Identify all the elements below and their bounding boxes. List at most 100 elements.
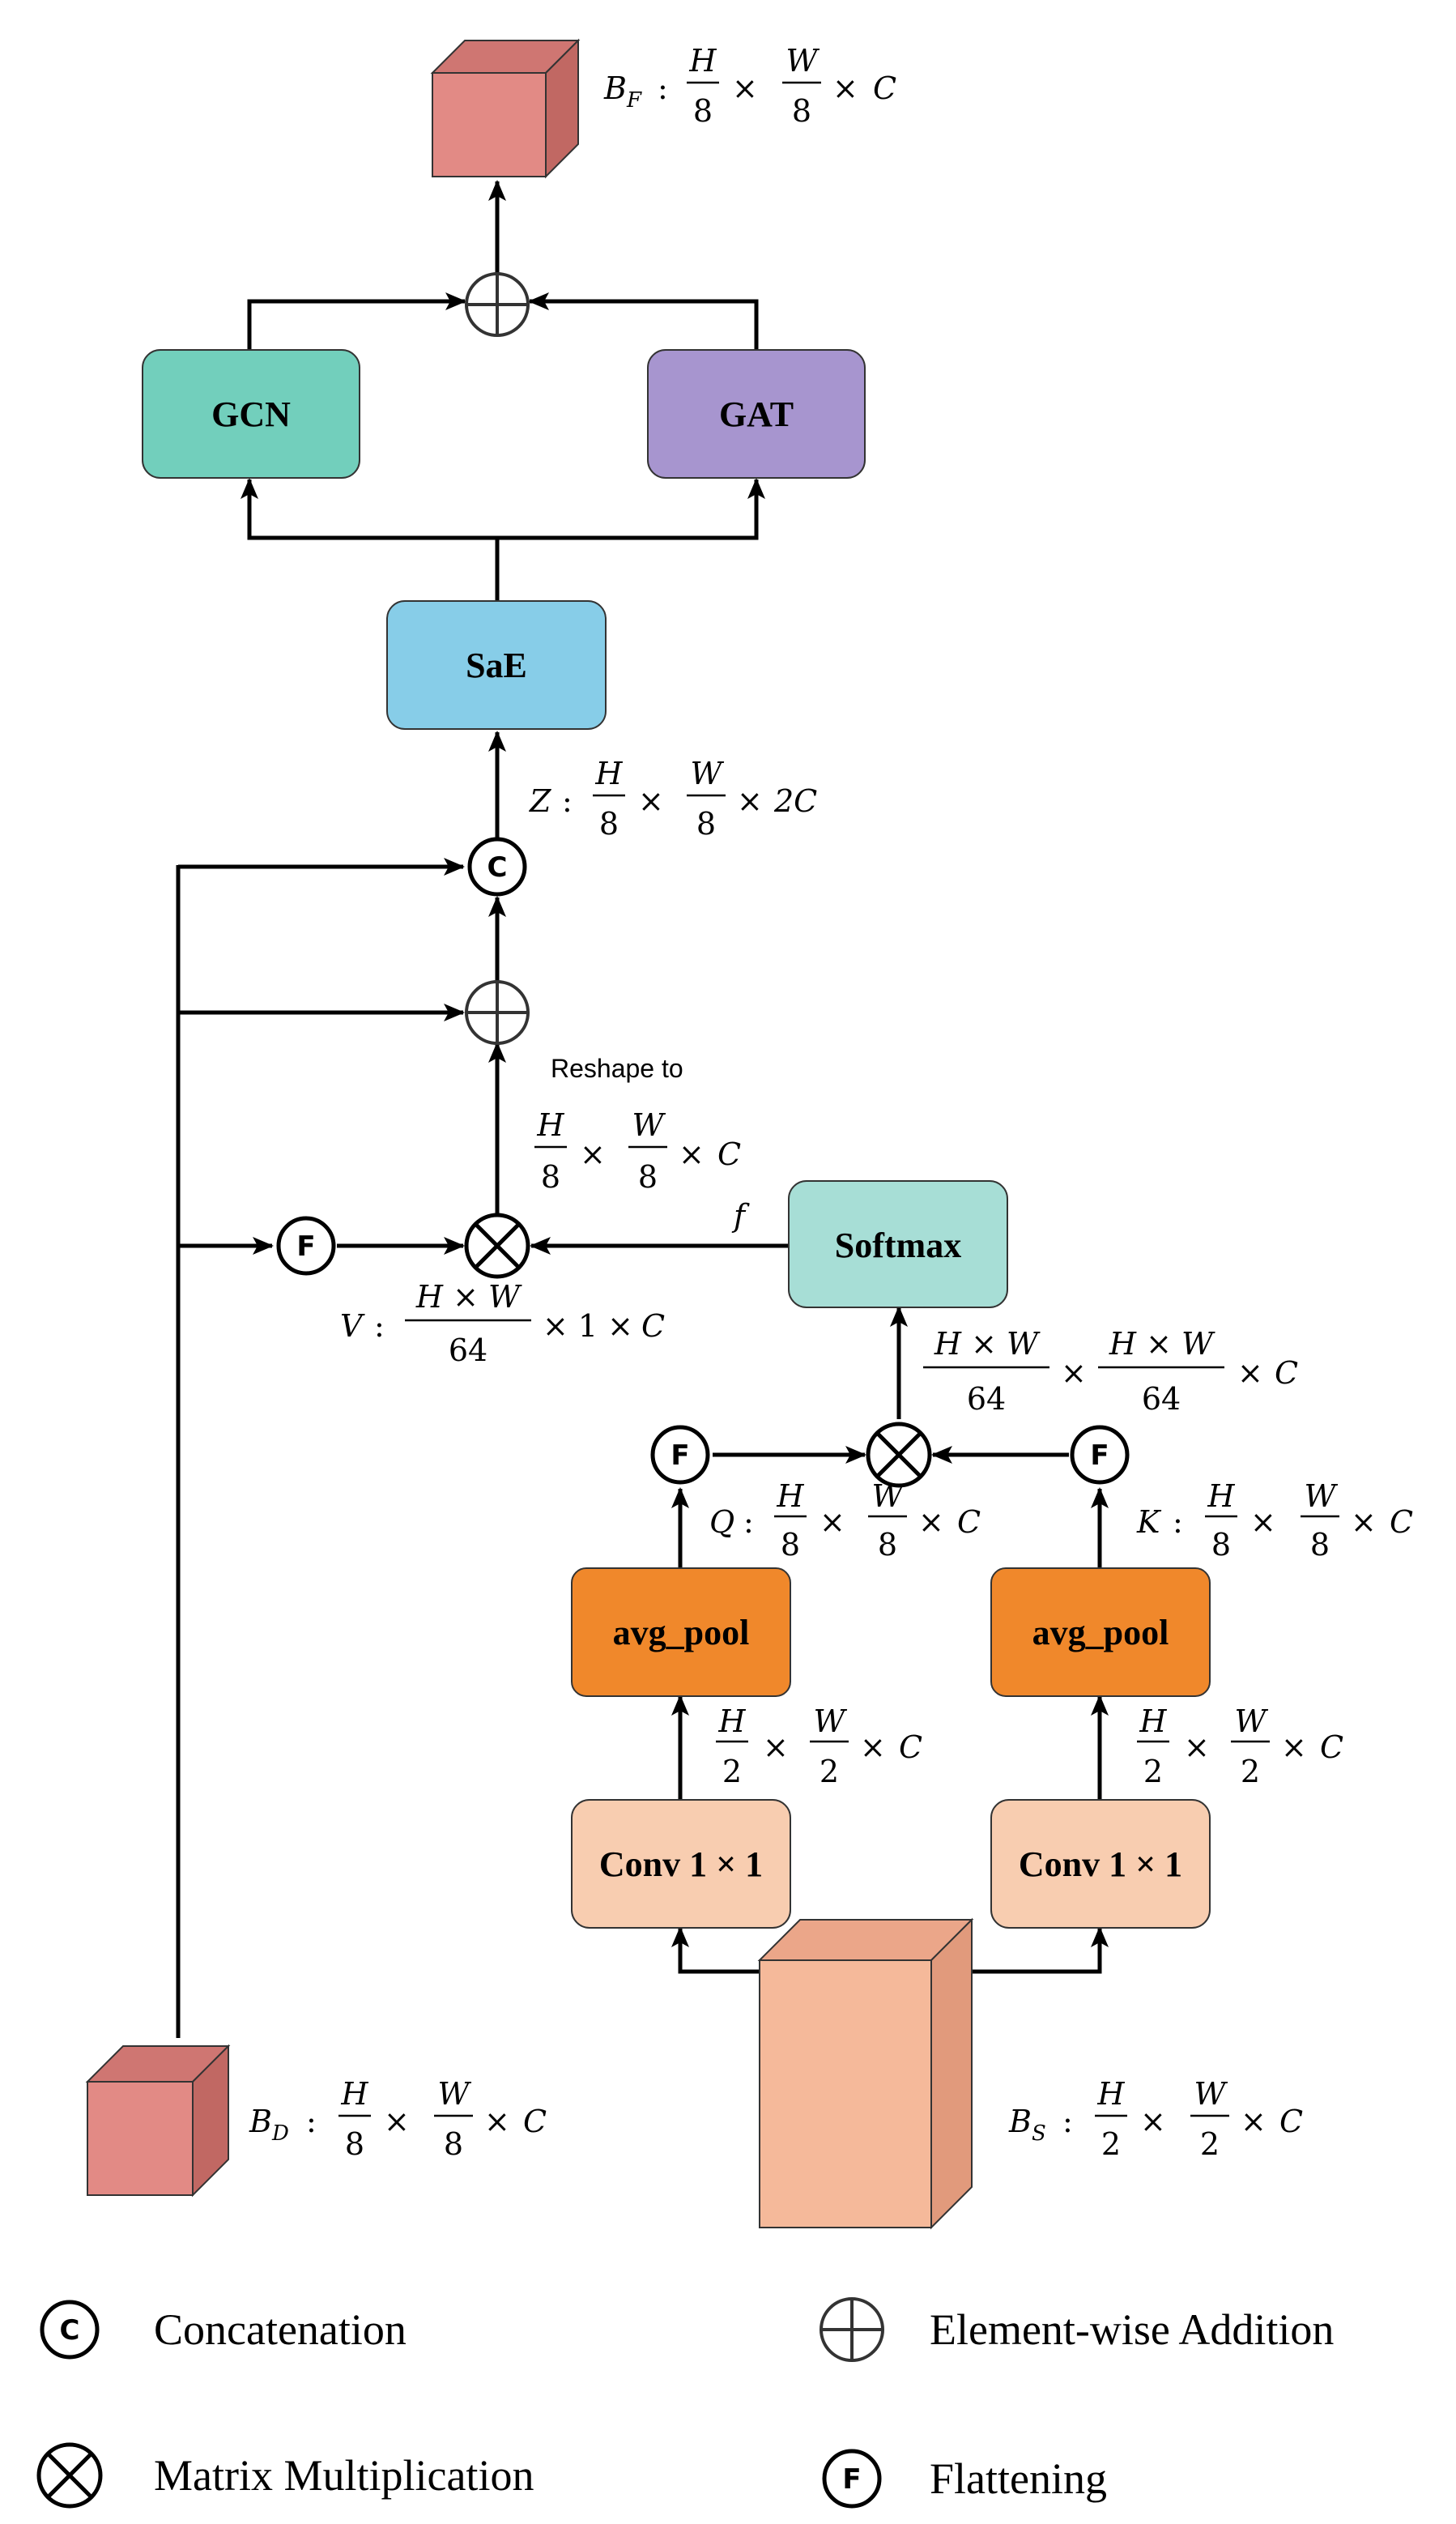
svg-text:H: H [340,2076,368,2112]
edge-gat-to-add [528,292,759,350]
label-f: f [731,1198,750,1234]
svg-text:2C: 2C [773,783,817,819]
concat-node: C [467,837,527,897]
cube-bf-front [432,72,547,177]
label-conv-left-dims: H 2 × W 2 × C [716,1703,922,1789]
block-avg-pool-right-label: avg_pool [1032,1613,1169,1652]
svg-text:×: × [638,783,664,819]
svg-text:H: H [594,756,623,791]
svg-text:F: F [842,2463,861,2496]
svg-text::: : [1062,2104,1073,2139]
svg-text:×: × [1237,1355,1263,1391]
label-bf: BF : H 8 × W 8 × C [603,43,896,129]
cube-bs-side [930,1917,973,2230]
matmul-node-main [464,1213,530,1279]
svg-text:H: H [688,43,717,79]
svg-text:×: × [1250,1504,1276,1540]
block-conv-right-label: Conv 1 × 1 [1019,1844,1182,1884]
svg-text::: : [743,1504,754,1540]
svg-text:H: H [717,1703,746,1739]
flatten-node-q-letter: F [671,1439,689,1472]
flatten-node-k-letter: F [1090,1439,1109,1472]
svg-text:2: 2 [1241,1754,1260,1789]
block-avg-pool-left-label: avg_pool [613,1613,750,1652]
block-softmax-label: Softmax [835,1226,961,1265]
svg-text:8: 8 [696,806,716,842]
flatten-node-v-letter: F [296,1230,315,1263]
svg-text:C: C [1320,1729,1343,1765]
legend: C Concatenation Element-wise Addition Ma… [36,2297,1334,2509]
block-softmax: Softmax [788,1180,1008,1308]
svg-text:8: 8 [541,1159,560,1195]
label-v: V : H × W 64 × 1 × C [340,1279,665,1368]
svg-text:W: W [785,43,820,79]
svg-text:×: × [484,2104,510,2139]
svg-text:H: H [1096,2076,1125,2112]
flatten-node-q: F [650,1425,710,1485]
svg-text:2: 2 [722,1754,742,1789]
svg-text:×: × [918,1504,944,1540]
block-sae: SaE [386,600,607,730]
svg-text:H: H [536,1107,564,1143]
cube-bd [85,2044,231,2198]
svg-text::: : [658,70,668,106]
svg-text:64: 64 [449,1332,487,1368]
label-q: Q : H 8 × W 8 × C [709,1478,981,1563]
block-gat-label: GAT [719,394,794,434]
svg-text:C: C [717,1136,741,1172]
block-avg-pool-right: avg_pool [990,1567,1211,1697]
svg-text:×: × [580,1136,606,1172]
svg-text:W: W [813,1703,847,1739]
svg-text:8: 8 [345,2126,364,2162]
svg-text:H: H [1139,1703,1167,1739]
legend-concat-label: Concatenation [154,2305,407,2354]
svg-text:C: C [60,2314,80,2347]
svg-text:×: × [732,70,758,106]
svg-text:8: 8 [444,2126,463,2162]
label-conv-right-dims: H 2 × W 2 × C [1137,1703,1343,1789]
svg-text:C: C [957,1504,981,1540]
svg-text:×: × [1281,1729,1307,1765]
label-z: Z : H 8 × W 8 × 2C [529,756,817,842]
edge-gcn-to-add [247,292,466,350]
svg-text:W: W [690,756,724,791]
cube-bf [430,38,581,179]
legend-add-icon [820,2297,884,2362]
block-conv-right: Conv 1 × 1 [990,1799,1211,1929]
svg-text:W: W [1234,1703,1268,1739]
svg-text:×: × [820,1504,845,1540]
legend-add-label: Element-wise Addition [930,2305,1334,2354]
svg-text:Z: Z [529,783,551,819]
legend-matmul-icon [36,2442,103,2509]
svg-text:×: × [1351,1504,1377,1540]
svg-text:2: 2 [1200,2126,1220,2162]
edge-sae-to-gat [497,478,765,540]
svg-text:8: 8 [878,1527,897,1563]
svg-text:BD: BD [249,2104,289,2146]
svg-text:2: 2 [1101,2126,1121,2162]
svg-text:W: W [632,1107,666,1143]
block-conv-left: Conv 1 × 1 [571,1799,791,1929]
svg-text:8: 8 [599,806,619,842]
concat-node-letter: C [487,851,508,884]
svg-text:8: 8 [1211,1527,1231,1563]
block-gat: GAT [647,349,866,479]
svg-text:×: × [1184,1729,1210,1765]
add-node-mid [465,980,530,1045]
svg-text:H × W: H × W [415,1279,522,1315]
svg-text:W: W [1194,2076,1228,2112]
svg-text:×: × [1140,2104,1166,2139]
svg-text::: : [562,783,573,819]
svg-text:C: C [873,70,896,106]
legend-matmul-label: Matrix Multiplication [154,2451,534,2500]
svg-text::: : [374,1308,385,1344]
label-bs: BS : H 2 × W 2 × C [1008,2076,1303,2162]
svg-text:K: K [1136,1504,1162,1540]
cube-bs-front [759,1959,932,2228]
svg-text:×: × [737,783,763,819]
svg-text:×: × [763,1729,789,1765]
svg-text:C: C [641,1308,665,1344]
label-reshape-dims: H 8 × W 8 × C [534,1107,741,1195]
flatten-node-v: F [276,1216,336,1276]
svg-text:2: 2 [1143,1754,1163,1789]
